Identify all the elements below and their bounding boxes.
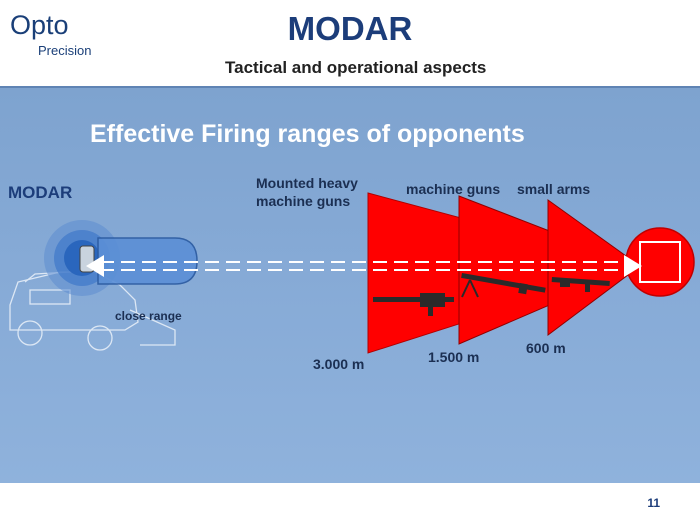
small-arms-icon [551,277,610,292]
weapon-label-heavy-mg-line1: Mounted heavy [256,175,358,191]
heavy-machine-gun-icon [373,293,454,316]
logo-secondary-text: Precision [38,43,92,58]
slide-subtitle: Tactical and operational aspects [225,58,487,77]
weapon-label-small-arms: small arms [517,181,591,197]
range-label-600: 600 m [526,340,566,356]
slide-heading: Effective Firing ranges of opponents [90,120,525,148]
arrow-head-left [86,255,104,277]
logo-primary-text: Opto [10,10,69,40]
range-label-3000: 3.000 m [313,356,365,372]
slide-footer: 11 [0,483,700,525]
range-label-1500: 1.500 m [428,349,480,365]
slide-header: Opto Precision MODAR Tactical and operat… [0,0,700,86]
target-square [639,241,681,283]
small-arms-range-cone [547,199,641,336]
target-circle [625,227,695,297]
weapon-label-heavy-mg-line2: machine guns [256,193,351,209]
modar-label: MODAR [8,183,73,202]
close-range-label: close range [115,309,182,323]
range-arrow [100,261,632,271]
opto-precision-logo: Opto Precision [8,10,108,70]
arrow-head-right [624,255,642,277]
machine-gun-icon [461,273,546,298]
page-number: 11 [647,496,660,510]
weapon-label-mg: machine guns [406,181,501,197]
slide-title: MODAR [287,10,413,47]
